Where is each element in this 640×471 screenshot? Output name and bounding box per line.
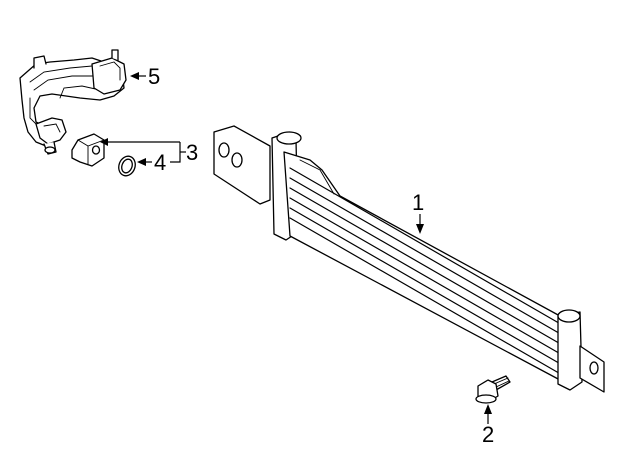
oil-cooler — [213, 125, 605, 393]
callout-4: 4 — [154, 150, 166, 175]
callout-5: 5 — [148, 64, 160, 89]
fitting-block — [71, 133, 105, 167]
o-ring-seal — [118, 155, 136, 177]
callout-3: 3 — [186, 140, 198, 165]
bolt — [475, 375, 511, 404]
callout-1: 1 — [412, 190, 424, 215]
callout-2: 2 — [482, 422, 494, 447]
leader-lines — [100, 72, 492, 424]
hose-assembly — [19, 49, 127, 155]
